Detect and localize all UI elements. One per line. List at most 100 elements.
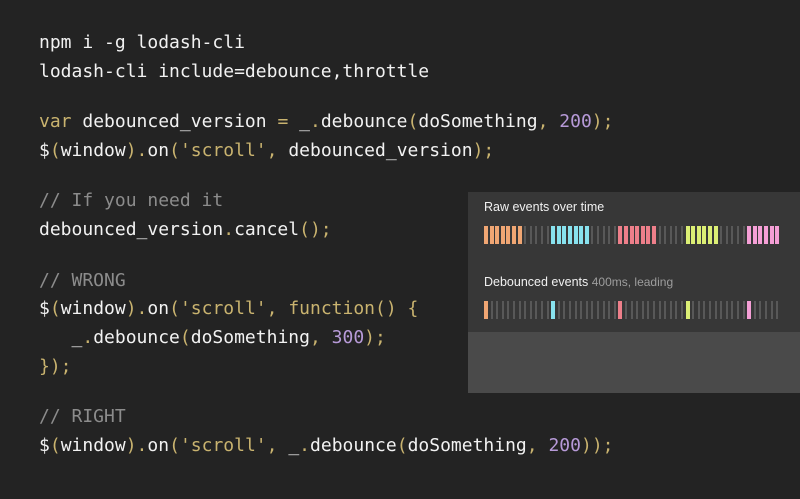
timeline-tick [591, 301, 594, 319]
code-line: lodash-cli include=debounce,throttle [39, 58, 614, 87]
code-token: debounce [320, 111, 408, 133]
code-token: debounce [310, 435, 397, 457]
timeline-tick [602, 301, 605, 319]
code-token: 200 [559, 111, 592, 133]
event-bar [624, 226, 628, 244]
timeline-tick [703, 301, 706, 319]
timeline-tick [742, 226, 745, 244]
timeline-tick [692, 301, 695, 319]
code-line: $(window).on('scroll', debounced_version… [39, 137, 614, 166]
timeline-tick [541, 226, 543, 244]
timeline-tick [496, 301, 499, 319]
code-token: ); [472, 139, 495, 161]
event-bar [764, 226, 768, 244]
code-token: , [266, 435, 289, 457]
code-token: ( [396, 435, 408, 457]
timeline-tick [770, 301, 773, 319]
timeline-tick [737, 301, 739, 319]
code-token: doSomething [190, 327, 310, 349]
timeline-tick [664, 226, 667, 244]
code-token: ( [169, 139, 180, 161]
timeline-tick [591, 226, 594, 244]
code-token: ( [49, 435, 61, 457]
code-token: ( [407, 111, 419, 133]
code-token: _ [288, 435, 300, 457]
timeline-tick [501, 301, 504, 319]
timeline-tick [765, 301, 767, 319]
event-bar [500, 226, 505, 244]
code-token: , [526, 435, 549, 457]
timeline-tick [518, 301, 521, 319]
event-bar [652, 226, 656, 244]
timeline-tick [658, 226, 661, 244]
timeline-tick [641, 301, 644, 319]
timeline-tick [602, 226, 605, 244]
event-bar [506, 226, 511, 244]
code-token: , [309, 327, 332, 349]
code-token: window [60, 139, 126, 161]
timeline-tick [490, 301, 493, 319]
timeline-tick [742, 301, 745, 319]
code-token: 'scroll' [179, 298, 267, 320]
code-token: (); [299, 219, 332, 241]
code-token: debounced_version [82, 111, 278, 133]
code-token: }); [39, 355, 72, 377]
timeline-tick [608, 226, 611, 244]
event-bar [484, 301, 488, 319]
code-line: var debounced_version = _.debounce(doSom… [39, 108, 614, 137]
timeline-tick [630, 301, 633, 319]
timeline-tick [580, 301, 583, 319]
timeline-tick [720, 226, 723, 244]
code-token: ); [364, 327, 386, 349]
code-token: lodash-cli include=debounce,throttle [39, 60, 430, 82]
timeline-tick [529, 226, 532, 244]
code-blank-line [39, 87, 614, 109]
event-bar [685, 301, 690, 319]
debounce-visualization-panel: Raw events over time Debounced events 40… [468, 192, 800, 393]
timeline-tick [625, 301, 627, 319]
code-token: // If you need it [39, 190, 224, 212]
timeline-tick [731, 226, 734, 244]
event-bar [629, 226, 634, 244]
event-bar [646, 226, 651, 244]
timeline-tick [546, 301, 549, 319]
code-token: $ [39, 435, 50, 457]
code-token: ( [169, 435, 180, 457]
timeline-tick [653, 301, 655, 319]
timeline-tick [557, 301, 560, 319]
code-token: function [288, 298, 376, 320]
event-bar [685, 226, 690, 244]
timeline-tick [613, 301, 616, 319]
event-bar [696, 226, 701, 244]
code-token: on [147, 298, 170, 320]
timeline-tick [507, 301, 510, 319]
timeline-tick [725, 226, 728, 244]
event-bar [551, 226, 556, 244]
event-bar [618, 301, 623, 319]
code-token: . [82, 327, 94, 349]
code-token: // RIGHT [39, 406, 126, 428]
timeline-tick [753, 301, 756, 319]
code-token: ). [125, 139, 148, 161]
event-bar [562, 226, 567, 244]
code-token: debounced_version [39, 219, 224, 241]
code-line: $(window).on('scroll', _.debounce(doSome… [39, 432, 614, 461]
event-bar [579, 226, 584, 244]
code-token: _ [299, 111, 310, 133]
code-token: = [277, 111, 300, 133]
timeline-tick [608, 301, 611, 319]
code-token: , [266, 139, 289, 161]
timeline-tick [697, 301, 700, 319]
code-line: // RIGHT [39, 403, 614, 432]
event-bar [640, 226, 645, 244]
code-token: () { [375, 298, 419, 320]
code-token: ( [49, 298, 61, 320]
event-bar [512, 226, 516, 244]
event-bar [758, 226, 763, 244]
code-token: on [147, 435, 170, 457]
timeline-tick [585, 301, 588, 319]
code-token: 'scroll' [179, 435, 267, 457]
code-token: ); [591, 111, 614, 133]
code-token: )); [580, 435, 614, 457]
